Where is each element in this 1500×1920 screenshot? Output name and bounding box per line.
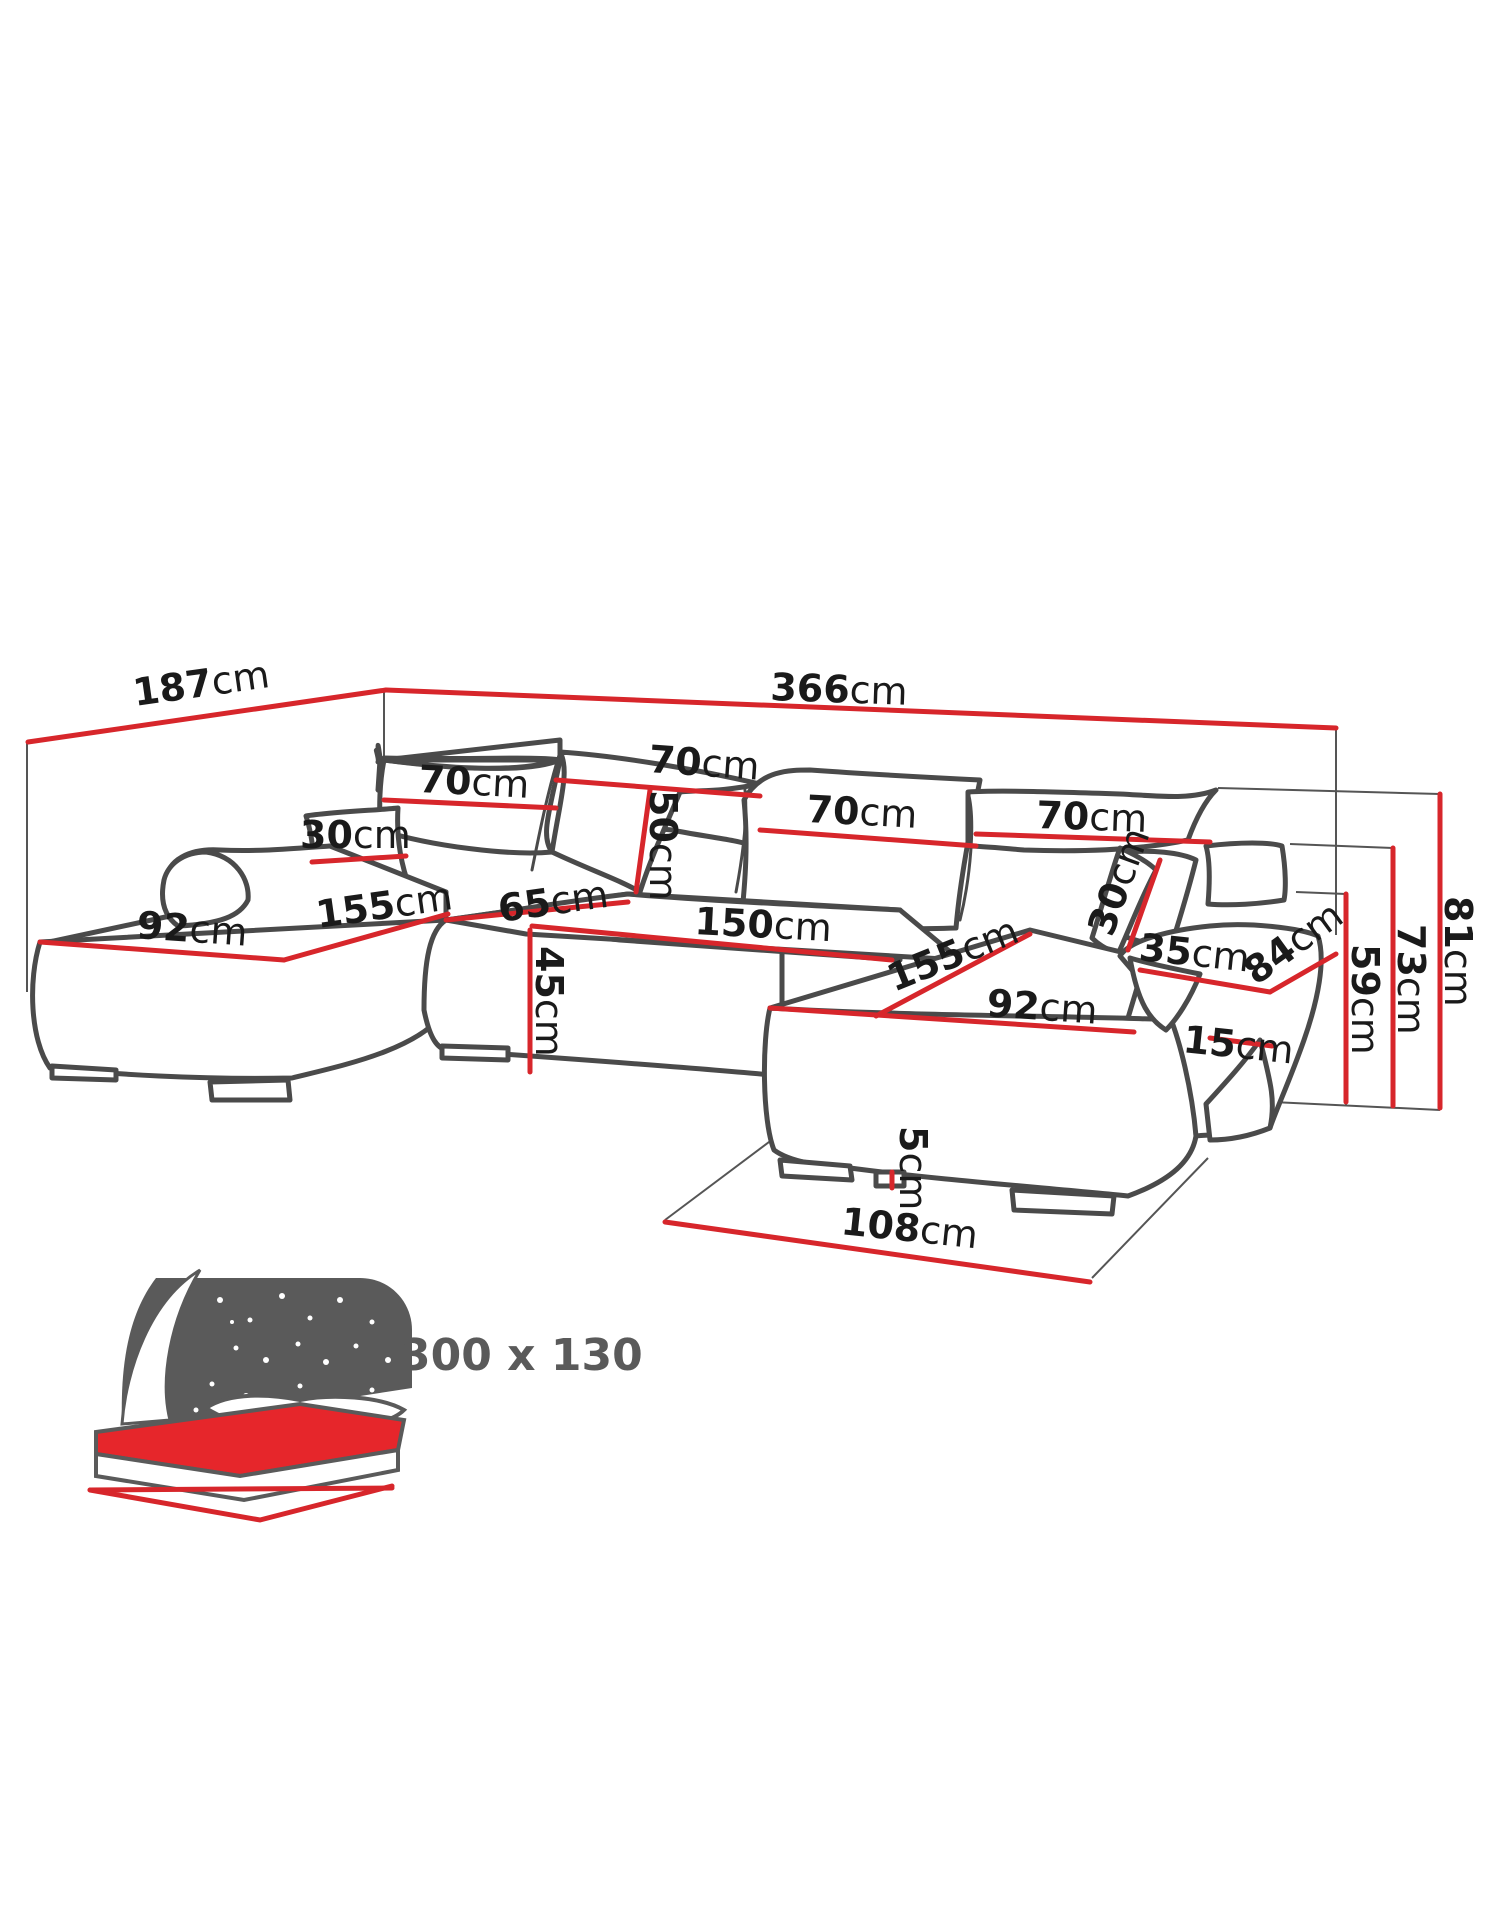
label-cushion-1: 70cm [418, 757, 531, 807]
label-back-height: 73cm [1389, 924, 1433, 1035]
center-section [421, 891, 963, 1079]
label-cushion-height: 50cm [641, 790, 685, 901]
label-seat-height: 45cm [527, 946, 571, 1057]
dim-line-150 [529, 923, 895, 963]
dim-line-cushion2 [553, 777, 763, 799]
dim-line-92-left [37, 939, 287, 963]
dim-line-155-left [281, 911, 451, 963]
label-cushion-3: 70cm [806, 787, 919, 837]
label-cushion-2: 70cm [647, 737, 761, 789]
label-depth-left: 187cm [130, 652, 272, 715]
label-pillow-left: 30cm [300, 813, 411, 857]
dim-line-92-right [767, 1005, 1137, 1035]
label-chaise-width: 108cm [839, 1199, 980, 1257]
label-seat-mid-width: 150cm [694, 899, 833, 950]
label-leg-height: 5cm [891, 1126, 935, 1210]
right-back-cushion [1203, 840, 1288, 908]
label-seat-left-length: 155cm [313, 874, 455, 937]
label-seat-depth: 65cm [495, 872, 611, 931]
dim-line-cushion3 [757, 827, 979, 849]
bed-icon [87, 1268, 413, 1523]
dim-line-pillow-right [1125, 857, 1163, 953]
dimension-lines [25, 687, 1443, 1285]
dim-line-cushion1 [381, 797, 559, 811]
bed-dim-line [87, 1485, 395, 1493]
label-armrest: 35cm [1137, 925, 1252, 980]
dim-line-155-right [873, 931, 1033, 1019]
label-cushion-thickness: 15cm [1181, 1017, 1296, 1072]
dim-line-pillow-left [309, 853, 409, 865]
back-cushions [373, 737, 1219, 933]
dim-line-35 [1137, 967, 1273, 995]
bed-size-label: 300 x 130 [400, 1330, 643, 1381]
dim-line-366 [383, 687, 1339, 731]
label-chaise-depth: 92cm [985, 981, 1099, 1033]
dim-line-cushion4 [973, 831, 1213, 845]
left-chaise [30, 843, 449, 1103]
label-arm-height: 59cm [1343, 944, 1387, 1055]
dim-line-50 [633, 787, 653, 895]
dim-line-108 [662, 1219, 1093, 1285]
label-cushion-4: 70cm [1036, 793, 1148, 841]
label-total-height: 81cm [1436, 896, 1480, 1007]
dim-line-84 [1267, 951, 1339, 995]
dim-line-65 [443, 899, 631, 923]
dim-line-15 [1207, 1035, 1275, 1049]
night-sky-icon [121, 1278, 413, 1424]
label-width-total: 366cm [770, 665, 909, 714]
dim-line-187 [25, 687, 389, 745]
label-seat-left-depth: 92cm [135, 903, 249, 955]
